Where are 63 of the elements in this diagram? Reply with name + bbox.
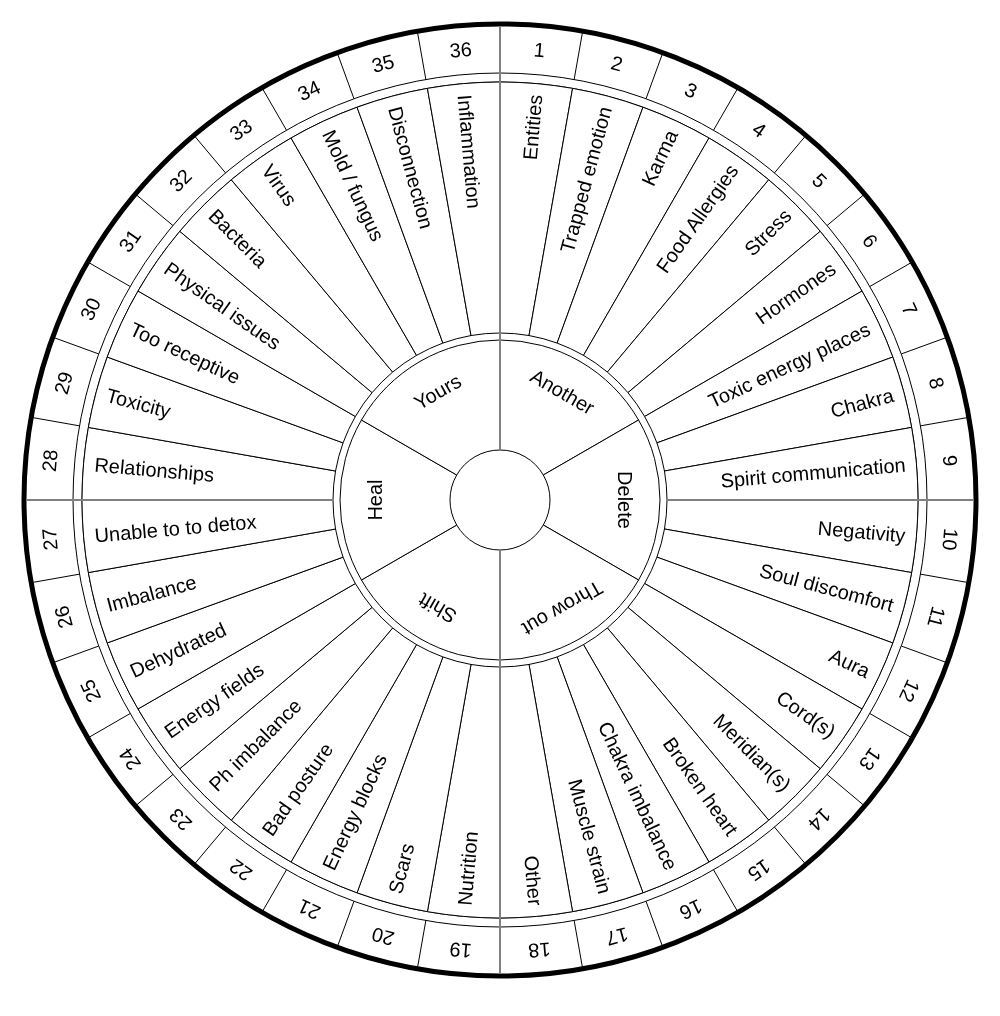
sector-label: Unable to to detox (93, 510, 258, 547)
sector-number: 7 (897, 299, 922, 319)
sector-number: 8 (924, 374, 949, 392)
sector-number: 28 (37, 448, 62, 473)
sector-label: Inflammation (453, 93, 486, 210)
sector-label: Other (520, 854, 547, 907)
sector-label: Nutrition (453, 830, 482, 907)
sector-number: 19 (448, 938, 473, 963)
sector-label: Trapped emotion (555, 104, 616, 256)
sector-number: 6 (858, 229, 883, 252)
sector-label: Spirit communication (719, 453, 907, 492)
sector-number: 15 (743, 854, 775, 886)
sector-label: Entities (518, 93, 547, 161)
sector-number: 18 (527, 938, 552, 963)
sector-number: 5 (807, 168, 832, 193)
sector-label: Aura (825, 644, 874, 682)
hub-sector-label: Shift (414, 588, 461, 628)
sector-label: Negativity (817, 516, 907, 547)
sector-number: 35 (369, 49, 397, 77)
sector-label: Scars (384, 840, 419, 896)
sector-number: 17 (603, 923, 631, 951)
sector-number: 30 (75, 294, 105, 324)
sector-number: 23 (164, 803, 197, 836)
sector-number: 9 (938, 454, 962, 468)
sector-number: 1 (532, 38, 546, 62)
sector-number: 26 (49, 603, 77, 631)
sector-label: Chakra (828, 384, 896, 422)
hub-sector (542, 419, 661, 581)
sector-number: 33 (225, 114, 257, 146)
sector-label: Mold / fungus (318, 126, 389, 245)
sector-number: 11 (923, 604, 950, 630)
sector-number: 3 (681, 78, 701, 103)
hub-sector-label: Yours (410, 369, 465, 414)
sector-number: 12 (895, 676, 925, 706)
sector-number: 4 (748, 117, 771, 142)
sector-number: 20 (369, 923, 397, 951)
sector-number: 36 (448, 37, 473, 62)
hub-sector-label: Delete (614, 471, 636, 529)
hub-sector (360, 524, 501, 661)
sector-number: 13 (854, 743, 886, 775)
sector-number: 34 (294, 75, 324, 105)
sector-label: Imbalance (104, 570, 199, 616)
sector-label: Relationships (93, 453, 216, 486)
sector-number: 27 (37, 527, 62, 552)
hub-sector-label: Heal (364, 479, 386, 521)
sector-number: 10 (938, 527, 963, 552)
sector-number: 21 (294, 895, 324, 925)
sector-number: 31 (114, 225, 146, 257)
wheel-sector (663, 426, 919, 501)
sector-number: 2 (608, 51, 626, 76)
sector-number: 14 (803, 803, 836, 836)
sector-number: 25 (75, 676, 105, 706)
sector-number: 16 (676, 895, 706, 925)
sector-number: 32 (164, 164, 197, 197)
sector-label: Toxicity (104, 384, 174, 423)
sector-label: Muscle strain (564, 776, 616, 896)
hub-sector (360, 339, 501, 476)
wheel-sector (81, 499, 337, 574)
sector-number: 24 (114, 743, 146, 775)
sector-number: 29 (49, 369, 77, 397)
sector-number: 22 (225, 854, 257, 886)
wheel-sector (426, 663, 501, 919)
hub-sector (339, 419, 458, 581)
